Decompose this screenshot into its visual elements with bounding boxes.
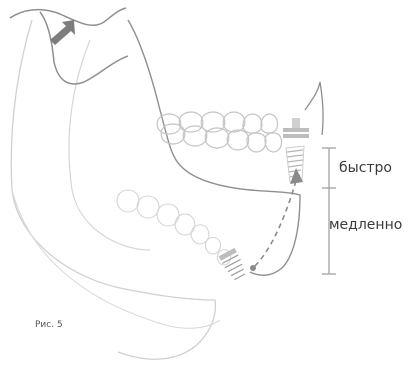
label-fast: быстро — [339, 160, 392, 176]
lower-teeth — [161, 124, 281, 152]
open-lower-teeth — [117, 190, 230, 265]
figure-caption: Рис. 5 — [35, 320, 63, 330]
condyle-outline — [40, 12, 128, 84]
open-mandible-outline — [11, 20, 215, 359]
open-mandible-lower-contour — [12, 190, 220, 328]
path-start-dot — [250, 265, 256, 271]
label-slow: медленно — [329, 217, 402, 233]
upper-teeth — [157, 112, 277, 134]
arrow-up-left-icon — [50, 20, 75, 45]
scale-bar — [322, 148, 336, 274]
maxilla-front — [305, 82, 323, 135]
open-mandible-ramus — [69, 40, 150, 250]
